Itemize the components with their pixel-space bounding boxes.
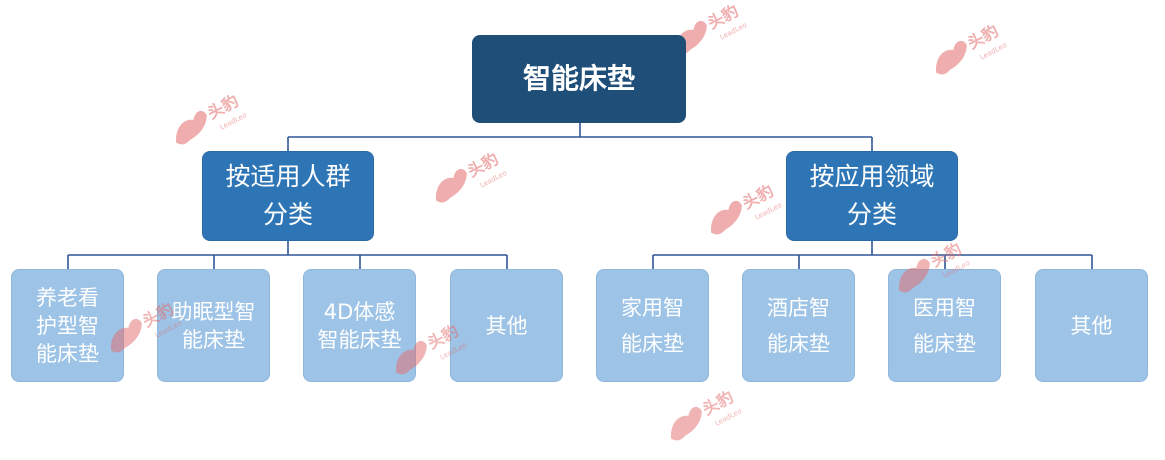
root-node: 智能床垫 bbox=[472, 35, 686, 123]
leaf-node-4d-mattress: 4D体感 智能床垫 bbox=[303, 269, 416, 382]
leaf-node-other-application: 其他 bbox=[1035, 269, 1148, 382]
connector-lines bbox=[67, 123, 1093, 269]
leaf-node-hotel-mattress: 酒店智 能床垫 bbox=[742, 269, 855, 382]
leaf-node-home-mattress: 家用智 能床垫 bbox=[596, 269, 709, 382]
group-node-application: 按应用领域 分类 bbox=[786, 151, 958, 241]
leaf-node-sleep-aid-mattress: 助眠型智 能床垫 bbox=[157, 269, 270, 382]
leaf-node-other-audience: 其他 bbox=[450, 269, 563, 382]
group-node-audience: 按适用人群 分类 bbox=[202, 151, 374, 241]
diagram-canvas: 头豹 LeadLeo 头豹 LeadLeo 头豹 LeadLeo 头豹 Lead… bbox=[11, 1, 1148, 441]
leaf-node-elderly-care-mattress: 养老看 护型智 能床垫 bbox=[11, 269, 124, 382]
leaf-node-medical-mattress: 医用智 能床垫 bbox=[888, 269, 1001, 382]
